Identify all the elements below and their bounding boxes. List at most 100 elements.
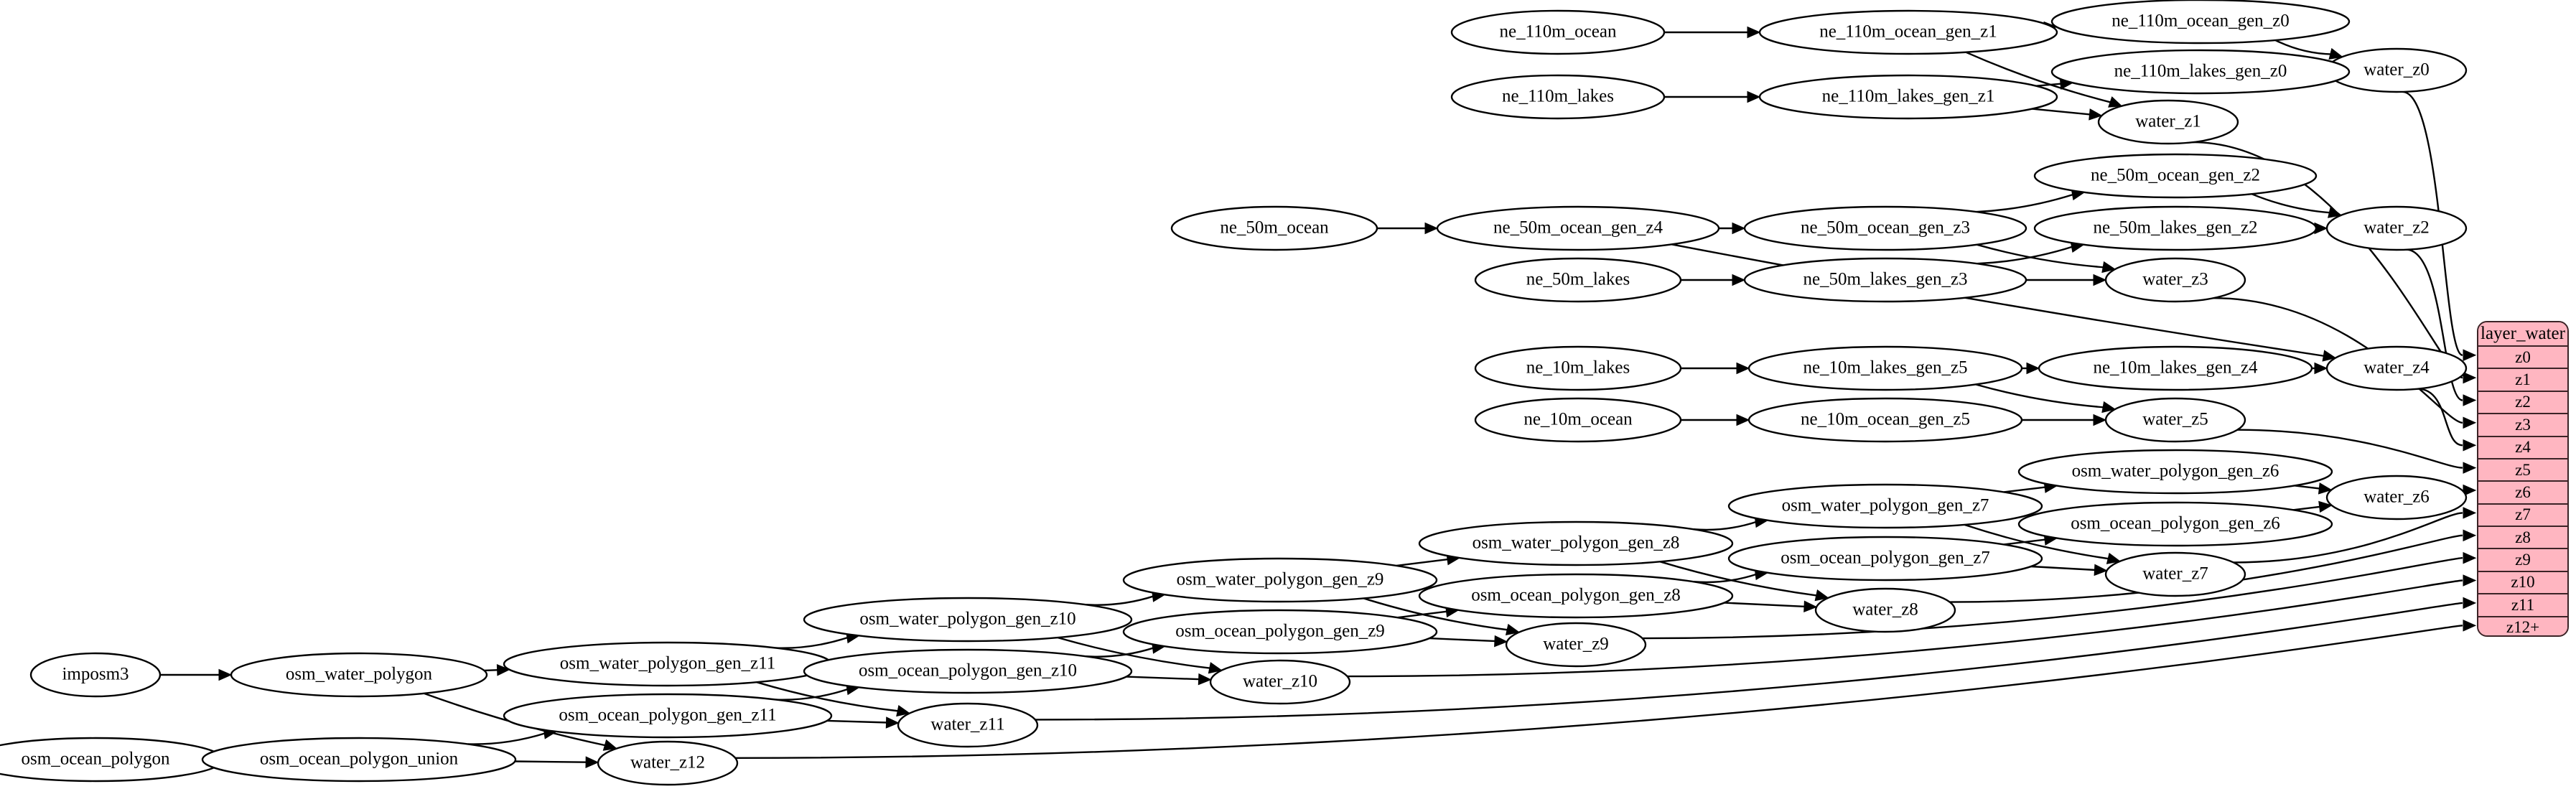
edge-water_z11-to-layer_water_z11	[1035, 602, 2463, 721]
edge-arrowhead	[2089, 108, 2103, 121]
node-label: water_z6	[2363, 487, 2430, 507]
node-osm_ocean_polygon_gen_z11[interactable]: osm_ocean_polygon_gen_z11	[503, 693, 833, 739]
node-label: osm_water_polygon	[286, 665, 433, 684]
node-osm_water_polygon_gen_z10[interactable]: osm_water_polygon_gen_z10	[803, 597, 1133, 643]
node-osm_ocean_polygon[interactable]: osm_ocean_polygon	[0, 737, 225, 783]
node-osm_ocean_polygon_gen_z7[interactable]: osm_ocean_polygon_gen_z7	[1727, 536, 2043, 582]
node-label: osm_ocean_polygon	[22, 750, 170, 769]
node-ne_110m_ocean_gen_z0[interactable]: ne_110m_ocean_gen_z0	[2050, 0, 2351, 45]
edge-osm_ocean_polygon_gen_z11-to-water_z11	[826, 719, 888, 724]
layer-water-row-z8[interactable]: z8	[2478, 526, 2567, 548]
layer-water-row-z1[interactable]: z1	[2478, 368, 2567, 391]
node-water_z7[interactable]: water_z7	[2104, 551, 2246, 597]
node-osm_water_polygon_gen_z8[interactable]: osm_water_polygon_gen_z8	[1418, 520, 1734, 566]
node-osm_water_polygon_gen_z9[interactable]: osm_water_polygon_gen_z9	[1122, 557, 1438, 603]
layer-water-row-z10[interactable]: z10	[2478, 570, 2567, 594]
node-label: ne_110m_ocean_gen_z0	[2111, 11, 2290, 31]
node-label: ne_50m_ocean_gen_z2	[2091, 166, 2260, 185]
node-label: ne_110m_lakes_gen_z1	[1822, 87, 1995, 106]
node-ne_110m_lakes_gen_z0[interactable]: ne_110m_lakes_gen_z0	[2050, 49, 2351, 95]
layer-water-row-z9[interactable]: z9	[2478, 548, 2567, 571]
node-water_z11[interactable]: water_z11	[897, 702, 1039, 748]
node-water_z0[interactable]: water_z0	[2325, 47, 2468, 93]
node-water_z9[interactable]: water_z9	[1505, 622, 1647, 668]
edge-arrowhead	[2108, 96, 2123, 108]
layer-water-row-z12plus[interactable]: z12+	[2478, 615, 2567, 635]
node-ellipse	[1747, 397, 2023, 443]
node-water_z1[interactable]: water_z1	[2097, 99, 2239, 145]
node-osm_water_polygon[interactable]: osm_water_polygon	[230, 652, 488, 698]
node-ne_50m_lakes[interactable]: ne_50m_lakes	[1474, 257, 1682, 303]
edge-osm_water_polygon_gen_z10-to-osm_water_polygon_gen_z9	[1086, 595, 1154, 606]
node-ne_10m_lakes_gen_z4[interactable]: ne_10m_lakes_gen_z4	[2038, 345, 2313, 391]
node-ellipse	[2104, 551, 2246, 597]
node-osm_ocean_polygon_gen_z6[interactable]: osm_ocean_polygon_gen_z6	[2017, 501, 2333, 547]
edge-water_z10-to-layer_water_z10	[1347, 579, 2463, 678]
node-label: ne_10m_lakes	[1526, 358, 1630, 378]
node-label: osm_water_polygon_gen_z11	[560, 654, 775, 673]
node-ne_50m_lakes_gen_z2[interactable]: ne_50m_lakes_gen_z2	[2033, 205, 2318, 251]
edge-osm_ocean_polygon_gen_z8-to-water_z8	[1724, 602, 1806, 608]
node-ne_10m_lakes[interactable]: ne_10m_lakes	[1474, 345, 1682, 391]
node-osm_water_polygon_gen_z11[interactable]: osm_water_polygon_gen_z11	[503, 641, 833, 687]
node-ne_10m_lakes_gen_z5[interactable]: ne_10m_lakes_gen_z5	[1747, 345, 2023, 391]
node-osm_ocean_polygon_gen_z10[interactable]: osm_ocean_polygon_gen_z10	[803, 648, 1133, 694]
edge-ne_110m_lakes_gen_z1-to-ne_110m_lakes_gen_z0	[2035, 83, 2063, 87]
edge-arrowhead	[2093, 414, 2107, 426]
node-water_z8[interactable]: water_z8	[1814, 587, 1956, 633]
node-osm_water_polygon_gen_z7[interactable]: osm_water_polygon_gen_z7	[1727, 483, 2043, 529]
edge-arrowhead	[602, 739, 617, 751]
node-ellipse	[2325, 345, 2468, 391]
node-ne_50m_ocean_gen_z3[interactable]: ne_50m_ocean_gen_z3	[1743, 205, 2027, 251]
node-ellipse	[2050, 0, 2351, 45]
edge-arrowhead	[2322, 350, 2337, 362]
node-ellipse	[1170, 205, 1378, 251]
edge-water_z5-to-layer_water_z5	[2237, 429, 2463, 469]
node-imposm3[interactable]: imposm3	[29, 652, 162, 698]
node-ne_110m_lakes[interactable]: ne_110m_lakes	[1450, 74, 1666, 120]
node-osm_ocean_polygon_union[interactable]: osm_ocean_polygon_union	[201, 737, 517, 783]
node-water_z2[interactable]: water_z2	[2325, 205, 2468, 251]
layer-water-row-z3[interactable]: z3	[2478, 413, 2567, 436]
node-label: osm_water_polygon_gen_z6	[2072, 462, 2279, 481]
node-osm_ocean_polygon_gen_z8[interactable]: osm_ocean_polygon_gen_z8	[1418, 573, 1734, 619]
node-ne_10m_ocean[interactable]: ne_10m_ocean	[1474, 397, 1682, 443]
node-ne_110m_lakes_gen_z1[interactable]: ne_110m_lakes_gen_z1	[1758, 74, 2058, 120]
node-water_z5[interactable]: water_z5	[2104, 397, 2246, 443]
node-water_z10[interactable]: water_z10	[1209, 659, 1351, 705]
node-label: ne_10m_lakes_gen_z4	[2093, 358, 2258, 378]
node-water_z3[interactable]: water_z3	[2104, 257, 2246, 303]
node-ellipse	[2033, 153, 2318, 199]
node-water_z6[interactable]: water_z6	[2325, 475, 2468, 520]
layer-water-row-z11[interactable]: z11	[2478, 593, 2567, 616]
node-label: osm_ocean_polygon_union	[260, 750, 459, 769]
node-osm_water_polygon_gen_z6[interactable]: osm_water_polygon_gen_z6	[2017, 449, 2333, 495]
node-water_z4[interactable]: water_z4	[2325, 345, 2468, 391]
edge-arrowhead	[2318, 482, 2333, 495]
node-ne_50m_ocean_gen_z4[interactable]: ne_50m_ocean_gen_z4	[1436, 205, 1720, 251]
layer-water-row-z7[interactable]: z7	[2478, 503, 2567, 526]
node-ne_50m_ocean[interactable]: ne_50m_ocean	[1170, 205, 1378, 251]
layer-water-row-z0[interactable]: z0	[2478, 345, 2567, 368]
layer-water-row-z2[interactable]: z2	[2478, 390, 2567, 414]
node-label: ne_110m_lakes	[1502, 87, 1614, 106]
node-ellipse	[1209, 659, 1351, 705]
node-water_z12[interactable]: water_z12	[597, 740, 739, 786]
layer-water-row-z5[interactable]: z5	[2478, 457, 2567, 481]
edge-arrowhead	[2463, 439, 2477, 452]
node-label: osm_water_polygon_gen_z7	[1782, 496, 1989, 515]
node-ne_10m_ocean_gen_z5[interactable]: ne_10m_ocean_gen_z5	[1747, 397, 2023, 443]
layer-water-row-z6[interactable]: z6	[2478, 480, 2567, 503]
node-ne_50m_lakes_gen_z3[interactable]: ne_50m_lakes_gen_z3	[1743, 257, 2027, 303]
layer-water-row-z4[interactable]: z4	[2478, 435, 2567, 458]
node-ne_50m_ocean_gen_z2[interactable]: ne_50m_ocean_gen_z2	[2033, 153, 2318, 199]
edge-osm_water_polygon_gen_z10-to-water_z10	[1057, 636, 1211, 669]
node-osm_ocean_polygon_gen_z9[interactable]: osm_ocean_polygon_gen_z9	[1122, 609, 1438, 655]
edge-arrowhead	[1208, 662, 1223, 674]
node-ne_110m_ocean[interactable]: ne_110m_ocean	[1450, 9, 1666, 55]
node-ne_110m_ocean_gen_z1[interactable]: ne_110m_ocean_gen_z1	[1758, 9, 2058, 55]
node-ellipse	[1418, 573, 1734, 619]
node-ellipse	[29, 652, 162, 698]
